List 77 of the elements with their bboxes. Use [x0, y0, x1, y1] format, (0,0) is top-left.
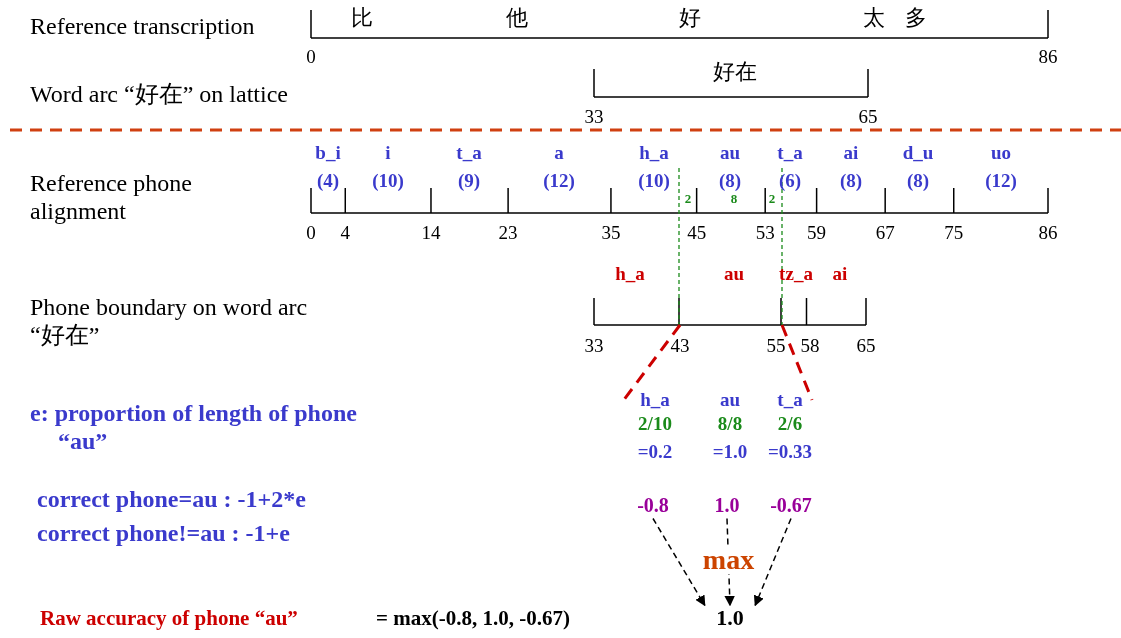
- fraction-text: 2/10: [638, 413, 672, 435]
- phone-label: tz_a: [779, 263, 813, 285]
- score-value: -0.8: [628, 493, 678, 517]
- tick-label: 35: [601, 222, 621, 244]
- duration-label: 2: [684, 191, 692, 207]
- phone-label: h_a: [639, 142, 669, 164]
- phone-label: i: [385, 142, 391, 164]
- tick-label: 55: [766, 335, 786, 357]
- duration-label: 2: [768, 191, 776, 207]
- duration-label: (8): [906, 170, 930, 192]
- edge-label: max: [700, 545, 757, 574]
- tick-label: 53: [755, 222, 775, 244]
- tick-label: 0: [306, 222, 316, 244]
- tick-label: 33: [584, 335, 604, 357]
- duration-label: (10): [372, 170, 404, 192]
- word-label: 比: [351, 5, 373, 31]
- tick-label: 67: [875, 222, 895, 244]
- word-label: 太多: [863, 5, 947, 31]
- tick-label: 23: [498, 222, 518, 244]
- phone-label: h_a: [640, 389, 670, 411]
- phone-label: au: [723, 263, 745, 285]
- phone-label: au: [719, 142, 741, 164]
- duration-label: (12): [985, 170, 1017, 192]
- tick-label: 4: [340, 222, 350, 244]
- score-value: -0.67: [761, 493, 821, 517]
- phone-label: h_a: [615, 263, 645, 285]
- fraction-text: 2/6: [777, 413, 803, 435]
- duration-label: (8): [718, 170, 742, 192]
- word-label: 好在: [713, 59, 757, 85]
- value-text: =0.2: [637, 441, 673, 463]
- tick-label: 86: [1038, 46, 1058, 68]
- result-title: Raw accuracy of phone “au”: [40, 605, 298, 631]
- tick-label: 0: [306, 46, 316, 68]
- fraction-text: 8/8: [717, 413, 743, 435]
- formula-text: correct phone=au : -1+2*e: [37, 486, 306, 514]
- word-label: 他: [506, 5, 528, 31]
- tick-label: 65: [856, 335, 876, 357]
- formula-text: correct phone!=au : -1+e: [37, 520, 290, 548]
- tick-label: 45: [687, 222, 707, 244]
- duration-label: (4): [316, 170, 340, 192]
- value-text: =0.33: [767, 441, 813, 463]
- phone-label: ai: [832, 263, 848, 285]
- duration-label: (12): [543, 170, 575, 192]
- phone-label: a: [554, 142, 564, 164]
- phone-label: au: [719, 389, 741, 411]
- value-text: =1.0: [712, 441, 748, 463]
- tick-label: 33: [584, 106, 604, 128]
- tick-label: 59: [807, 222, 827, 244]
- score-value: 1.0: [702, 493, 752, 517]
- tick-label: 65: [858, 106, 878, 128]
- phone-label: ai: [843, 142, 859, 164]
- tick-label: 43: [670, 335, 690, 357]
- arrow: [652, 517, 706, 607]
- row-title: Word arc “好在” on lattice: [30, 81, 288, 109]
- phone-label: t_a: [777, 142, 803, 164]
- tick-label: 86: [1038, 222, 1058, 244]
- duration-label: (6): [778, 170, 802, 192]
- duration-label: (8): [839, 170, 863, 192]
- row-title: Phone boundary on word arc “好在”: [30, 294, 309, 350]
- duration-label: (10): [638, 170, 670, 192]
- definition-text: e: proportion of length of phone “au”: [30, 400, 358, 456]
- phone-label: b_i: [315, 142, 341, 164]
- formula-text: = max(-0.8, 1.0, -0.67): [376, 605, 570, 631]
- phone-label: t_a: [456, 142, 482, 164]
- tick-label: 14: [421, 222, 441, 244]
- row-title: Reference transcription: [30, 13, 255, 41]
- tick-label: 58: [800, 335, 820, 357]
- tick-label: 75: [944, 222, 964, 244]
- phone-label: uo: [990, 142, 1012, 164]
- arrow: [753, 517, 792, 607]
- word-label: 好: [679, 5, 701, 31]
- duration-label: (9): [457, 170, 481, 192]
- row-title: Reference phone alignment: [30, 170, 193, 226]
- duration-label: 8: [730, 191, 738, 207]
- phone-label: d_u: [902, 142, 934, 164]
- result-value: 1.0: [695, 605, 765, 631]
- phone-label: t_a: [777, 389, 803, 411]
